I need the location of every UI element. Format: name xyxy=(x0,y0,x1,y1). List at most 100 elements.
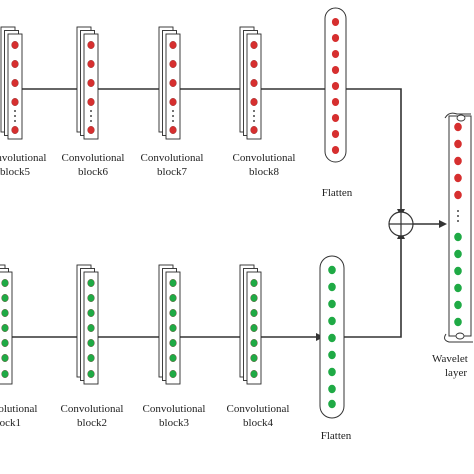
wavelet-label-name: layer xyxy=(445,367,467,379)
wavelet-layer xyxy=(444,112,473,343)
neuron-dot xyxy=(87,339,95,347)
flatten-label-top: Flatten xyxy=(322,187,353,199)
conv-block-top-2 xyxy=(76,26,99,140)
flatten-label-bottom: Flatten xyxy=(321,430,352,442)
neuron-dot xyxy=(250,309,258,317)
neuron-dot xyxy=(250,98,258,106)
neuron-dot xyxy=(328,367,336,377)
neuron-dot xyxy=(169,370,177,378)
neuron-dot xyxy=(1,309,9,317)
neuron-dot xyxy=(169,126,177,134)
neuron-dot xyxy=(454,249,462,259)
ellipsis-dot xyxy=(253,120,255,122)
neuron-dot xyxy=(87,79,95,87)
neuron-dot xyxy=(169,309,177,317)
neuron-dot xyxy=(250,339,258,347)
neuron-dot xyxy=(169,79,177,87)
flatten-top xyxy=(324,7,347,163)
neuron-dot xyxy=(331,130,340,138)
block-label-name: block4 xyxy=(243,417,273,429)
neuron-dot xyxy=(87,370,95,378)
block-label-title: Convolutional xyxy=(141,152,204,164)
ellipsis-dot xyxy=(172,120,174,122)
ellipsis-dot xyxy=(90,110,92,112)
scroll-curl-bottom xyxy=(455,332,465,340)
conv-block-top-4 xyxy=(239,26,262,140)
neuron-dot xyxy=(87,324,95,332)
ellipsis-dot xyxy=(253,115,255,117)
neuron-dot xyxy=(87,98,95,106)
neuron-dot xyxy=(331,18,340,26)
conv-block-bottom-4 xyxy=(239,264,262,385)
neuron-dot xyxy=(169,324,177,332)
neuron-dot xyxy=(250,354,258,362)
block-label-title: Convolutional xyxy=(61,403,124,415)
ellipsis-dot xyxy=(14,110,16,112)
neuron-dot xyxy=(1,354,9,362)
neuron-dot xyxy=(169,294,177,302)
block-label-name: block6 xyxy=(78,166,108,178)
neuron-dot xyxy=(454,266,462,276)
ellipsis-dot xyxy=(90,120,92,122)
neuron-dot xyxy=(87,354,95,362)
neuron-dot xyxy=(454,190,462,200)
neuron-dot xyxy=(454,317,462,327)
neuron-dot xyxy=(328,265,336,275)
neuron-dot xyxy=(1,339,9,347)
neuron-dot xyxy=(328,399,336,409)
block-label-name: block1 xyxy=(0,417,21,429)
ellipsis-dot xyxy=(253,110,255,112)
neuron-dot xyxy=(250,370,258,378)
neuron-dot xyxy=(331,82,340,90)
neuron-dot xyxy=(11,60,19,68)
neuron-dot xyxy=(11,79,19,87)
neuron-dot xyxy=(331,66,340,74)
neuron-dot xyxy=(87,60,95,68)
block-label-title: Convolutional xyxy=(143,403,206,415)
neuron-dot xyxy=(328,316,336,326)
neuron-dot xyxy=(1,370,9,378)
ellipsis-dot xyxy=(457,215,459,217)
neuron-dot xyxy=(87,309,95,317)
neuron-dot xyxy=(328,282,336,292)
neuron-dot xyxy=(169,354,177,362)
ellipsis-dot xyxy=(172,115,174,117)
block-label-name: block7 xyxy=(157,166,187,178)
neuron-dot xyxy=(169,41,177,49)
block-label-name: block3 xyxy=(159,417,189,429)
neuron-dot xyxy=(331,146,340,154)
neuron-dot xyxy=(1,294,9,302)
neuron-dot xyxy=(1,324,9,332)
block-label-name: block8 xyxy=(249,166,279,178)
concat-plus-node xyxy=(388,211,414,237)
neuron-dot xyxy=(331,34,340,42)
neuron-dot xyxy=(87,126,95,134)
neuron-dot xyxy=(328,333,336,343)
block-label-title: Convolutional xyxy=(233,152,296,164)
neuron-dot xyxy=(454,300,462,310)
block-label-name: block2 xyxy=(77,417,107,429)
neuron-dot xyxy=(328,384,336,394)
neuron-dot xyxy=(87,279,95,287)
flatten-bottom xyxy=(319,255,345,419)
conv-block-bottom-2 xyxy=(76,264,99,385)
blocks xyxy=(0,7,473,419)
ellipsis-dot xyxy=(172,110,174,112)
scroll-curl-bottom xyxy=(444,333,473,343)
conv-block-bottom-1 xyxy=(0,264,13,385)
neuron-dot xyxy=(169,98,177,106)
neuron-dot xyxy=(250,294,258,302)
block-label-title: Convolutional xyxy=(0,152,46,164)
neuron-dot xyxy=(328,350,336,360)
ellipsis-dot xyxy=(14,115,16,117)
neuron-dot xyxy=(1,279,9,287)
neuron-dot xyxy=(11,98,19,106)
neuron-dot xyxy=(250,60,258,68)
neuron-dot xyxy=(87,294,95,302)
block-label-title: Convolutional xyxy=(227,403,290,415)
neuron-dot xyxy=(169,60,177,68)
neuron-dot xyxy=(454,156,462,166)
neuron-dot xyxy=(454,232,462,242)
block-label-name: block5 xyxy=(0,166,30,178)
